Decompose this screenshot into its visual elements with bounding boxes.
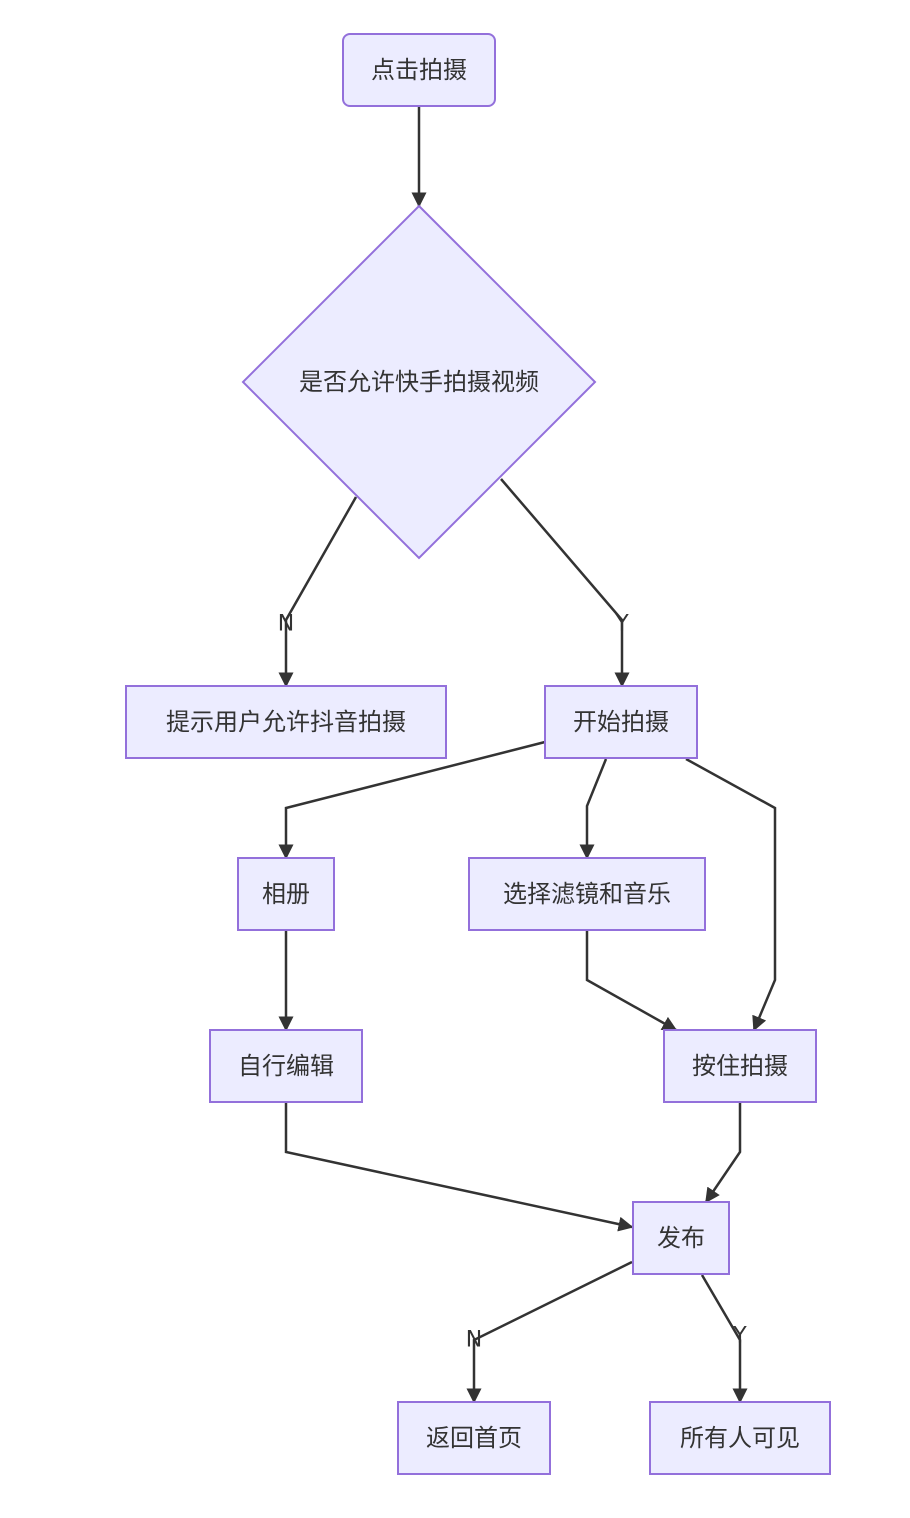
node-self-edit-shape	[209, 1029, 363, 1103]
edge-decision-to-begin	[500, 478, 630, 688]
node-self-edit-label: 自行编辑	[238, 1052, 334, 1080]
node-hold-shoot-label: 按住拍摄	[692, 1052, 788, 1080]
edge-label-publish-no: N	[466, 1328, 482, 1353]
node-decision-permission[interactable]: 是否允许快手拍摄视频	[241, 204, 597, 560]
edge-hold-to-publish	[704, 1103, 742, 1204]
node-begin-shoot-shape	[544, 685, 698, 759]
node-self-edit[interactable]: 自行编辑	[209, 1029, 363, 1103]
nodes: 点击拍摄 是否允许快手拍摄视频 提示用户允许抖音拍摄 开始拍摄 相册 选择滤镜和…	[125, 33, 831, 1475]
node-prompt-allow-label: 提示用户允许抖音拍摄	[166, 708, 406, 736]
node-filter-music[interactable]: 选择滤镜和音乐	[468, 857, 706, 931]
node-visible-all[interactable]: 所有人可见	[649, 1401, 831, 1475]
edge-decision-to-prompt	[278, 496, 358, 688]
node-back-home[interactable]: 返回首页	[397, 1401, 551, 1475]
edge-publish-to-home	[466, 1260, 633, 1404]
edge-begin-to-filter	[579, 758, 608, 860]
node-begin-shoot-label: 开始拍摄	[573, 708, 669, 736]
node-start-shape	[342, 33, 496, 107]
edge-label-publish-yes: Y	[732, 1324, 747, 1349]
node-album[interactable]: 相册	[237, 857, 335, 931]
node-publish-shape	[632, 1201, 730, 1275]
node-filter-music-label: 选择滤镜和音乐	[503, 880, 671, 908]
edge-label-permission-no: N	[278, 612, 294, 637]
node-decision-permission-shape	[241, 204, 597, 560]
node-album-label: 相册	[262, 880, 310, 908]
node-publish[interactable]: 发布	[632, 1201, 730, 1275]
node-start[interactable]: 点击拍摄	[342, 33, 496, 107]
edge-label-permission-yes: Y	[614, 612, 629, 637]
node-back-home-shape	[397, 1401, 551, 1475]
node-visible-all-shape	[649, 1401, 831, 1475]
edges	[278, 106, 777, 1404]
node-visible-all-label: 所有人可见	[680, 1424, 800, 1452]
node-album-shape	[237, 857, 335, 931]
edge-begin-to-album	[278, 740, 546, 860]
edge-edit-to-publish	[284, 1103, 634, 1232]
node-decision-permission-label: 是否允许快手拍摄视频	[299, 368, 539, 396]
node-start-label: 点击拍摄	[371, 56, 467, 84]
node-prompt-allow-shape	[125, 685, 447, 759]
node-hold-shoot[interactable]: 按住拍摄	[663, 1029, 817, 1103]
edge-begin-to-hold	[685, 757, 777, 1032]
node-back-home-label: 返回首页	[426, 1424, 522, 1452]
node-prompt-allow[interactable]: 提示用户允许抖音拍摄	[125, 685, 447, 759]
node-begin-shoot[interactable]: 开始拍摄	[544, 685, 698, 759]
node-publish-label: 发布	[657, 1224, 705, 1252]
edge-labels: N Y N Y	[278, 612, 748, 1353]
edge-publish-to-visible	[700, 1274, 748, 1404]
node-hold-shoot-shape	[663, 1029, 817, 1103]
node-filter-music-shape	[468, 857, 706, 931]
edge-filter-to-hold	[585, 931, 678, 1032]
